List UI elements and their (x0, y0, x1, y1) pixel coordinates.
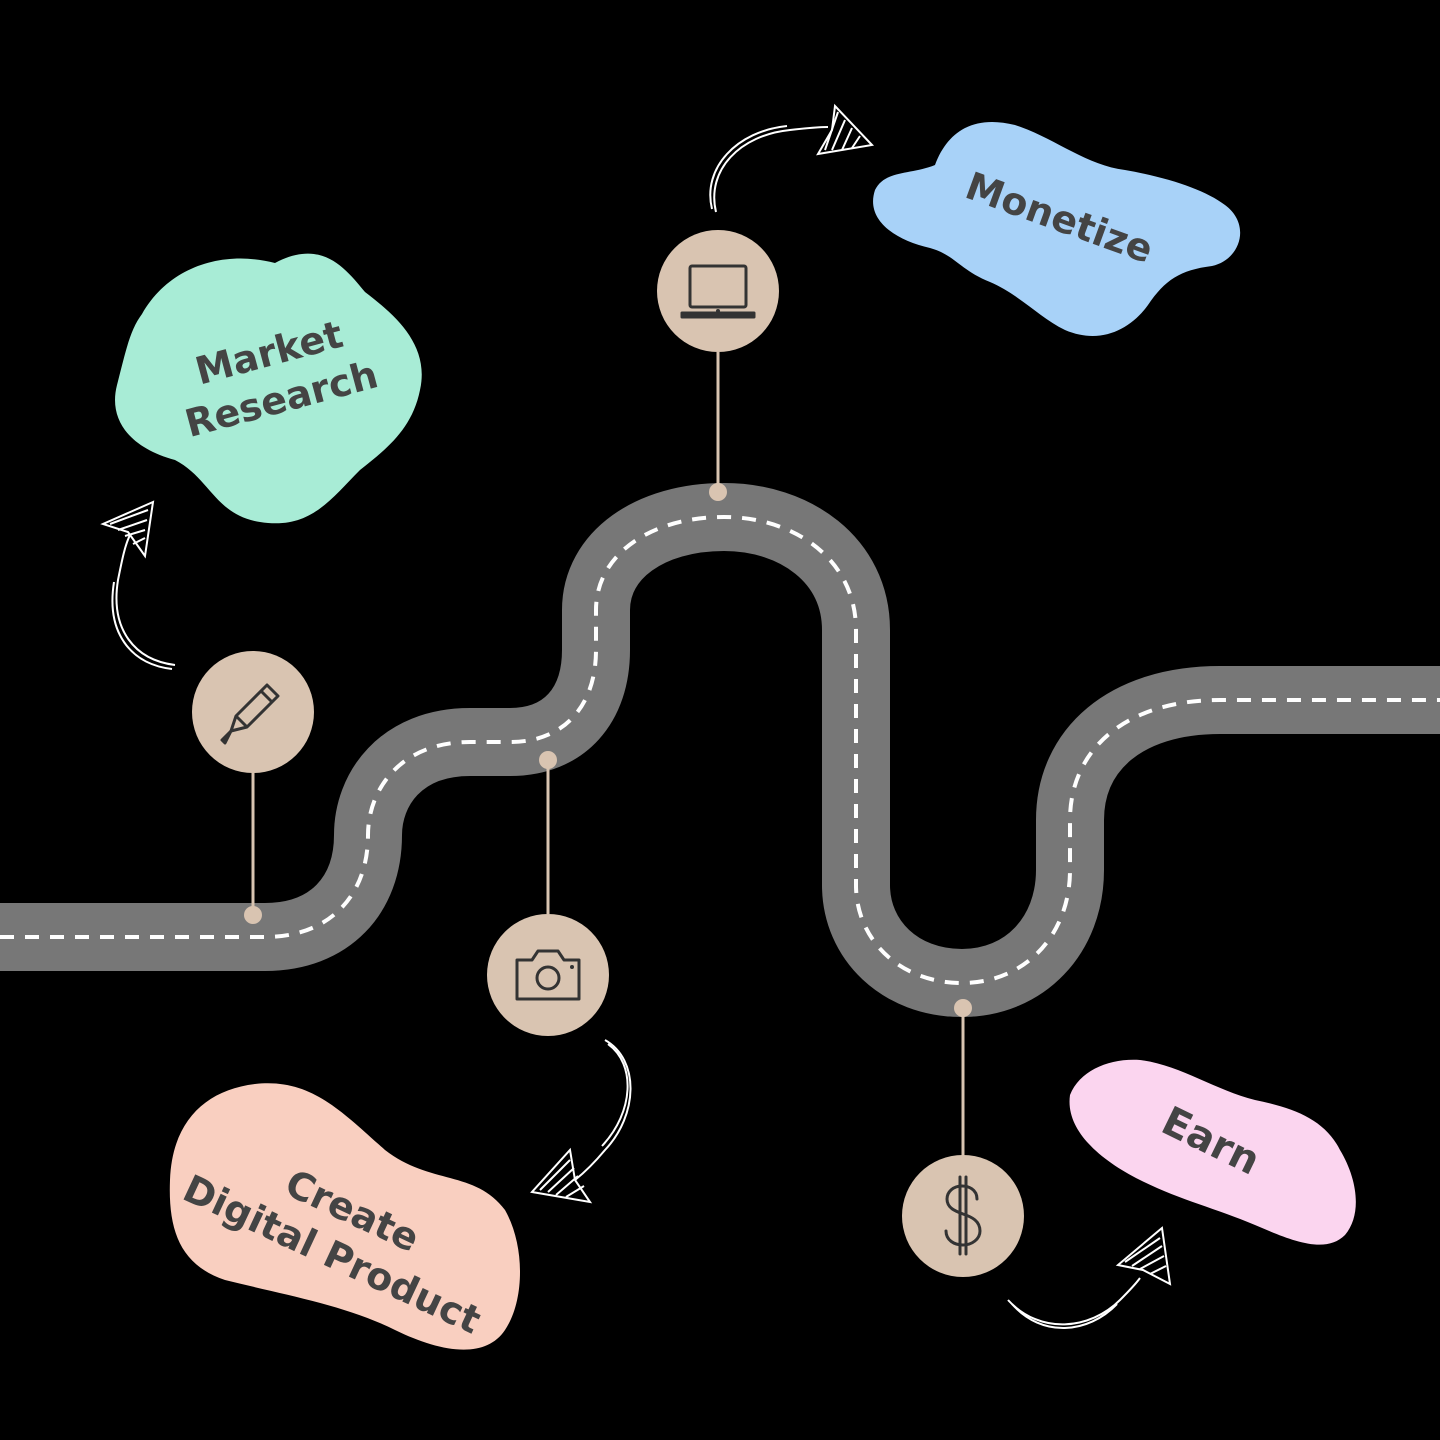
arrow-head (530, 1147, 593, 1204)
node-create-digital-product[interactable] (487, 914, 609, 1036)
dollar-icon (944, 1175, 982, 1256)
arrow-curve (1011, 1303, 1118, 1329)
connector-dot (539, 751, 557, 769)
arrow-to-market-research (100, 500, 176, 670)
node-monetize[interactable] (657, 230, 779, 352)
arrow-head-hatch (539, 1159, 585, 1198)
arrow-curve (713, 126, 829, 213)
laptop-icon (680, 264, 756, 319)
arrow-head-hatch (1124, 1237, 1167, 1275)
arrow-curve (115, 534, 176, 666)
camera-icon (515, 949, 581, 1001)
blob-earn (1069, 1059, 1356, 1245)
connector-dot (244, 906, 262, 924)
connector-dot (954, 999, 972, 1017)
arrow-curve (574, 1039, 632, 1181)
connector-dot (709, 483, 727, 501)
arrow-to-create-digital-product (530, 1039, 632, 1204)
connectors (244, 352, 972, 1156)
arrow-curve (1007, 1277, 1141, 1326)
arrow-curve (601, 1043, 629, 1147)
arrow-curve (709, 125, 788, 210)
arrow-to-earn (1007, 1226, 1172, 1329)
node-market-research[interactable] (192, 651, 314, 773)
arrow-head-hatch (109, 509, 149, 545)
blob-create-digital-product (169, 1083, 520, 1350)
pencil-icon (220, 683, 280, 745)
road-surface (0, 483, 1440, 1017)
arrow-to-monetize (709, 103, 875, 213)
blob-market-research (115, 253, 422, 524)
arrow-head (100, 500, 155, 559)
arrow-head (1115, 1226, 1172, 1286)
arrow-curve (111, 581, 173, 670)
road (0, 483, 1440, 1017)
arrow-head-hatch (824, 111, 861, 151)
blob-monetize (873, 121, 1241, 336)
node-earn[interactable] (902, 1155, 1024, 1277)
